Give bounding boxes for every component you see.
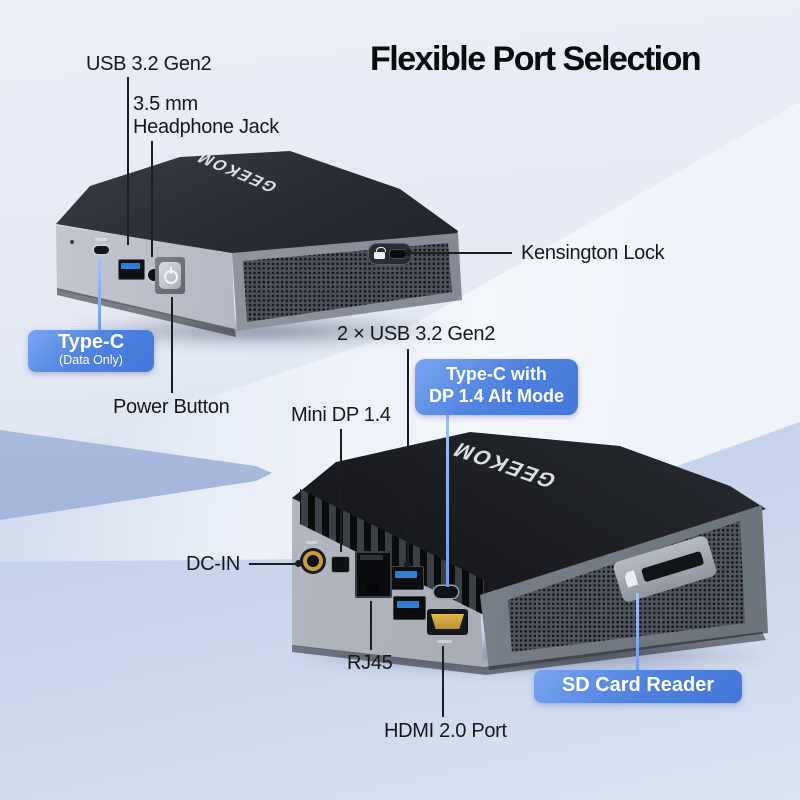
- badge-typec-subtitle: (Data Only): [59, 353, 123, 367]
- rj45-port: [355, 551, 392, 598]
- rj45-pins: [360, 555, 383, 560]
- callout-line-minidp: [340, 429, 342, 552]
- label-headphone-line1: 3.5 mm: [133, 93, 198, 115]
- hdmi-port: [427, 609, 468, 635]
- sd-card-slot: [640, 550, 705, 583]
- kensington-lock-slot: [368, 243, 412, 265]
- dc-in-barrel: [303, 551, 323, 571]
- badge-typec-title: Type-C: [57, 331, 125, 353]
- dc-in-port: [300, 548, 326, 574]
- label-rj45: RJ45: [347, 652, 393, 674]
- label-hdmi: HDMI 2.0 Port: [384, 720, 507, 742]
- label-dcin: DC-IN: [186, 553, 241, 575]
- hdmi-connector: [431, 614, 464, 629]
- badge-typec-data-only: Type-C (Data Only): [28, 330, 154, 372]
- callout-line-usb-front: [127, 77, 129, 245]
- usb-c-port-front: [94, 246, 109, 254]
- label-minidp: Mini DP 1.4: [291, 404, 391, 426]
- label-usb-rear: 2 × USB 3.2 Gen2: [337, 323, 496, 345]
- callout-line-typec-rear: [446, 411, 449, 587]
- hdmi-marking: [437, 640, 452, 643]
- sd-card-icon: [623, 570, 638, 588]
- usb-a-port-front: [118, 259, 145, 280]
- callout-line-kensington: [412, 252, 512, 254]
- callout-line-headphone: [151, 141, 153, 257]
- usb-c-port-marking: [95, 238, 107, 241]
- callout-line-sd: [636, 593, 639, 671]
- page-title: Flexible Port Selection: [370, 40, 702, 78]
- badge-sd-card-reader: SD Card Reader: [534, 670, 742, 703]
- label-headphone: 3.5 mm Headphone Jack: [133, 93, 279, 139]
- label-usb-front: USB 3.2 Gen2: [86, 53, 212, 75]
- usb-a-port-rear-1: [391, 566, 424, 590]
- callout-dot-kensington: [405, 249, 412, 256]
- label-kensington: Kensington Lock: [521, 242, 665, 264]
- badge-sd-label: SD Card Reader: [561, 674, 715, 696]
- usb-a-tongue: [395, 571, 417, 578]
- callout-line-hdmi: [442, 646, 444, 717]
- rj45-latch: [366, 584, 379, 592]
- lock-icon-body: [374, 252, 385, 259]
- dc-in-marking: [306, 541, 317, 544]
- usb-a-tongue: [121, 263, 140, 269]
- callout-dot-usb-rear: [404, 561, 411, 568]
- callout-line-power: [171, 297, 173, 393]
- badge-typec-dp-line2: DP 1.4 Alt Mode: [428, 386, 565, 406]
- callout-line-rj45: [370, 601, 372, 650]
- badge-typec-dp-line1: Type-C with: [446, 364, 547, 384]
- callout-dot-dcin: [295, 560, 302, 567]
- power-button: [159, 262, 181, 289]
- mini-dp-port: [331, 556, 350, 573]
- reset-pinhole: [70, 240, 74, 244]
- callout-line-typec-front: [98, 258, 101, 331]
- usb-a-tongue: [397, 601, 419, 608]
- usb-c-port-rear: [434, 586, 458, 598]
- usb-a-port-rear-2: [393, 596, 426, 620]
- label-power: Power Button: [113, 396, 230, 418]
- callout-line-usb-rear: [407, 349, 409, 565]
- label-headphone-line2: Headphone Jack: [133, 116, 279, 138]
- power-icon-stem: [169, 267, 172, 274]
- badge-typec-dp-alt: Type-C with DP 1.4 Alt Mode: [415, 359, 578, 415]
- lock-icon: [376, 247, 386, 252]
- callout-line-dcin: [249, 563, 298, 565]
